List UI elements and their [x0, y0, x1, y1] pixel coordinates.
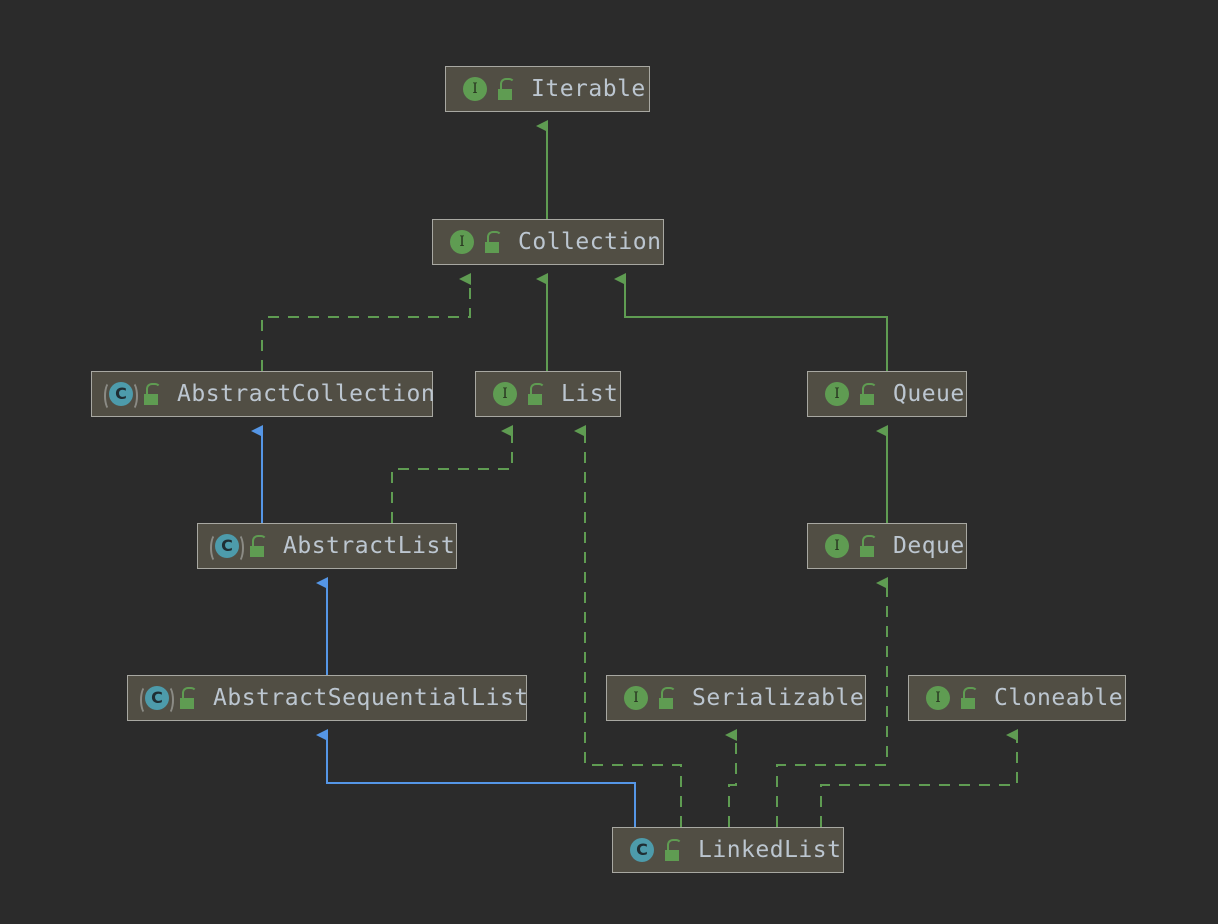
node-serializable[interactable]: I Serializable [606, 675, 866, 721]
node-label: Queue [893, 380, 965, 407]
interface-icon: I [460, 74, 490, 104]
open-padlock-public-icon [656, 687, 676, 709]
open-padlock-public-icon [857, 383, 877, 405]
node-abstract-collection[interactable]: C AbstractCollection [91, 371, 436, 417]
open-padlock-public-icon [662, 839, 682, 861]
class-icon: C [627, 835, 657, 865]
node-label: AbstractCollection [177, 380, 436, 407]
node-collection[interactable]: I Collection [432, 219, 664, 265]
node-queue[interactable]: I Queue [807, 371, 967, 417]
node-deque[interactable]: I Deque [807, 523, 967, 569]
node-abstract-list[interactable]: C AbstractList [197, 523, 457, 569]
node-cloneable[interactable]: I Cloneable [908, 675, 1126, 721]
open-padlock-public-icon [141, 383, 161, 405]
node-label: LinkedList [698, 836, 842, 863]
edge-linked-list-to-abstract-sequential-list [316, 729, 636, 827]
node-abstract-sequential-list[interactable]: C AbstractSequentialList [127, 675, 529, 721]
node-label: Deque [893, 532, 965, 559]
edge-linked-list-to-list [574, 425, 682, 827]
edge-linked-list-to-serializable [725, 729, 737, 827]
node-list[interactable]: I List [475, 371, 621, 417]
interface-icon: I [490, 379, 520, 409]
open-padlock-public-icon [525, 383, 545, 405]
node-label: Iterable [531, 75, 646, 102]
open-padlock-public-icon [247, 535, 267, 557]
open-padlock-public-icon [857, 535, 877, 557]
node-linked-list[interactable]: C LinkedList [612, 827, 844, 873]
interface-icon: I [621, 683, 651, 713]
interface-icon: I [447, 227, 477, 257]
open-padlock-public-icon [958, 687, 978, 709]
abstract-class-icon: C [104, 379, 138, 411]
node-label: List [561, 380, 619, 407]
interface-icon: I [822, 379, 852, 409]
node-label: Cloneable [994, 684, 1124, 711]
abstract-class-icon: C [210, 531, 244, 563]
interface-icon: I [822, 531, 852, 561]
node-label: AbstractSequentialList [213, 684, 529, 711]
node-label: Collection [518, 228, 662, 255]
node-iterable[interactable]: I Iterable [445, 66, 650, 112]
edge-abstract-list-to-list [391, 425, 513, 523]
abstract-class-icon: C [140, 683, 174, 715]
open-padlock-public-icon [495, 78, 515, 100]
node-label: AbstractList [283, 532, 456, 559]
edge-queue-to-collection [614, 273, 888, 371]
interface-icon: I [923, 683, 953, 713]
edge-abstract-collection-to-collection [261, 273, 471, 371]
edge-linked-list-to-cloneable [820, 729, 1018, 827]
node-label: Serializable [692, 684, 865, 711]
open-padlock-public-icon [177, 687, 197, 709]
open-padlock-public-icon [482, 231, 502, 253]
